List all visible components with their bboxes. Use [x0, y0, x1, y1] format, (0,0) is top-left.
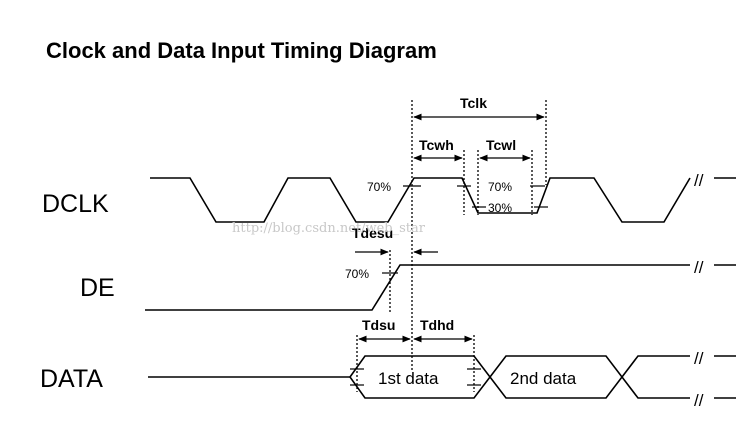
dclk-break-mark: //: [694, 171, 736, 190]
threshold-de-rise: 70%: [345, 267, 369, 281]
svg-text://: //: [694, 258, 704, 277]
data-word-2: 2nd data: [510, 369, 577, 388]
diagram-title: Clock and Data Input Timing Diagram: [46, 38, 437, 63]
label-tcwl: Tcwl: [486, 137, 516, 153]
label-tcwh: Tcwh: [419, 137, 454, 153]
dclk-waveform: [150, 177, 691, 223]
signal-label-de: DE: [80, 274, 115, 302]
threshold-dclk-high: 70%: [488, 180, 512, 194]
data-word-1: 1st data: [378, 369, 439, 388]
reference-lines: [356, 100, 547, 392]
data-break-mark-upper: //: [694, 349, 736, 368]
svg-text://: //: [694, 171, 704, 190]
de-waveform: [145, 264, 690, 311]
svg-text://: //: [694, 391, 704, 410]
threshold-dclk-low: 30%: [488, 201, 512, 215]
watermark: http://blog.csdn.net/web_star: [232, 221, 426, 236]
label-tdhd: Tdhd: [420, 317, 454, 333]
dimension-arrows: [355, 113, 545, 343]
data-break-mark-lower: //: [694, 391, 736, 410]
label-tclk: Tclk: [460, 95, 487, 111]
signal-label-data: DATA: [40, 365, 103, 393]
label-tdesu: Tdesu: [352, 225, 393, 241]
data-waveform: [148, 355, 690, 399]
label-tdsu: Tdsu: [362, 317, 395, 333]
threshold-ticks: [350, 185, 548, 386]
signal-label-dclk: DCLK: [42, 190, 109, 218]
threshold-dclk-rise: 70%: [367, 180, 391, 194]
svg-text://: //: [694, 349, 704, 368]
de-break-mark: //: [694, 258, 736, 277]
